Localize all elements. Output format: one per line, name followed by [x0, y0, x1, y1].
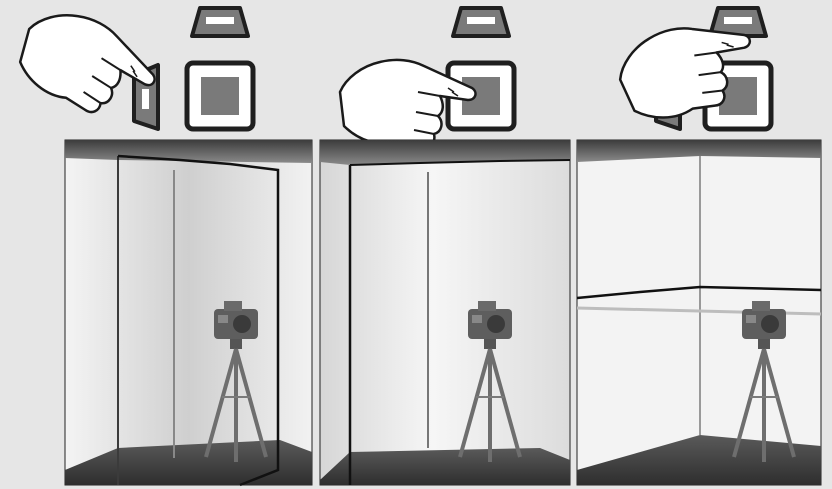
panel-top-laser — [577, 7, 821, 485]
scene-3 — [577, 140, 821, 485]
scene-2 — [320, 140, 570, 485]
panel-front-laser — [320, 8, 570, 485]
button-group-3 — [610, 7, 771, 131]
scene-1 — [65, 140, 312, 485]
panel-left-side-laser — [9, 0, 312, 485]
button-group-2 — [340, 8, 514, 146]
top-laser-button-icon[interactable] — [453, 8, 509, 36]
button-group-1 — [9, 0, 253, 130]
front-laser-button-icon[interactable] — [187, 63, 253, 129]
top-laser-button-icon[interactable] — [192, 8, 248, 36]
